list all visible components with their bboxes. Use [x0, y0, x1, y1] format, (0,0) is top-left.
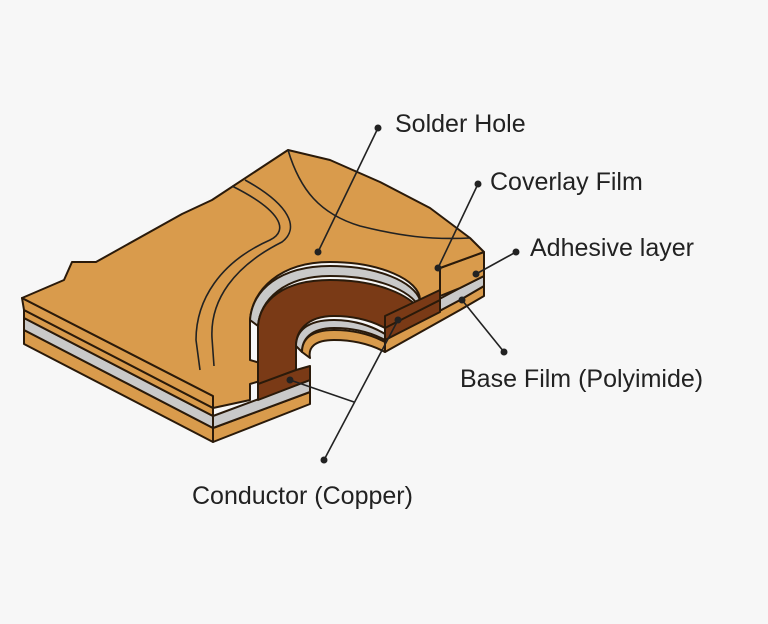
- surface-groove-outer: [195, 185, 281, 371]
- adhesive-dot-target: [472, 270, 480, 278]
- label-base-film: Base Film (Polyimide): [460, 365, 704, 393]
- solder-hole-dot-label: [374, 124, 382, 132]
- surface-ridge: [287, 149, 471, 240]
- coverlay-dot-target: [434, 264, 442, 272]
- adhesive-dot-label: [512, 248, 520, 256]
- coverlay-dot-label: [474, 180, 482, 188]
- conductor-leader-main: [323, 319, 399, 461]
- conductor-dot-label: [320, 456, 328, 464]
- label-coverlay-film: Coverlay Film: [490, 168, 643, 196]
- base-film-dot-target: [458, 296, 466, 304]
- coverlay-leader: [437, 183, 479, 269]
- solder-hole-dot-target: [314, 248, 322, 256]
- label-conductor: Conductor (Copper): [192, 482, 413, 510]
- adhesive-leader: [475, 251, 517, 275]
- hole-inner-adhesive: [295, 319, 386, 353]
- surface-groove-inner: [211, 179, 292, 367]
- conductor-dot-target-right: [394, 316, 402, 324]
- solder-hole-leader: [317, 127, 379, 253]
- label-solder-hole: Solder Hole: [395, 110, 526, 138]
- conductor-copper-tab: [257, 365, 311, 401]
- conductor-dot-target-left: [286, 376, 294, 384]
- label-adhesive-layer: Adhesive layer: [530, 234, 694, 262]
- conductor-leader-branch: [289, 379, 355, 403]
- base-film-dot-label: [500, 348, 508, 356]
- hole-inner-base: [301, 329, 386, 359]
- base-film-leader: [461, 299, 505, 353]
